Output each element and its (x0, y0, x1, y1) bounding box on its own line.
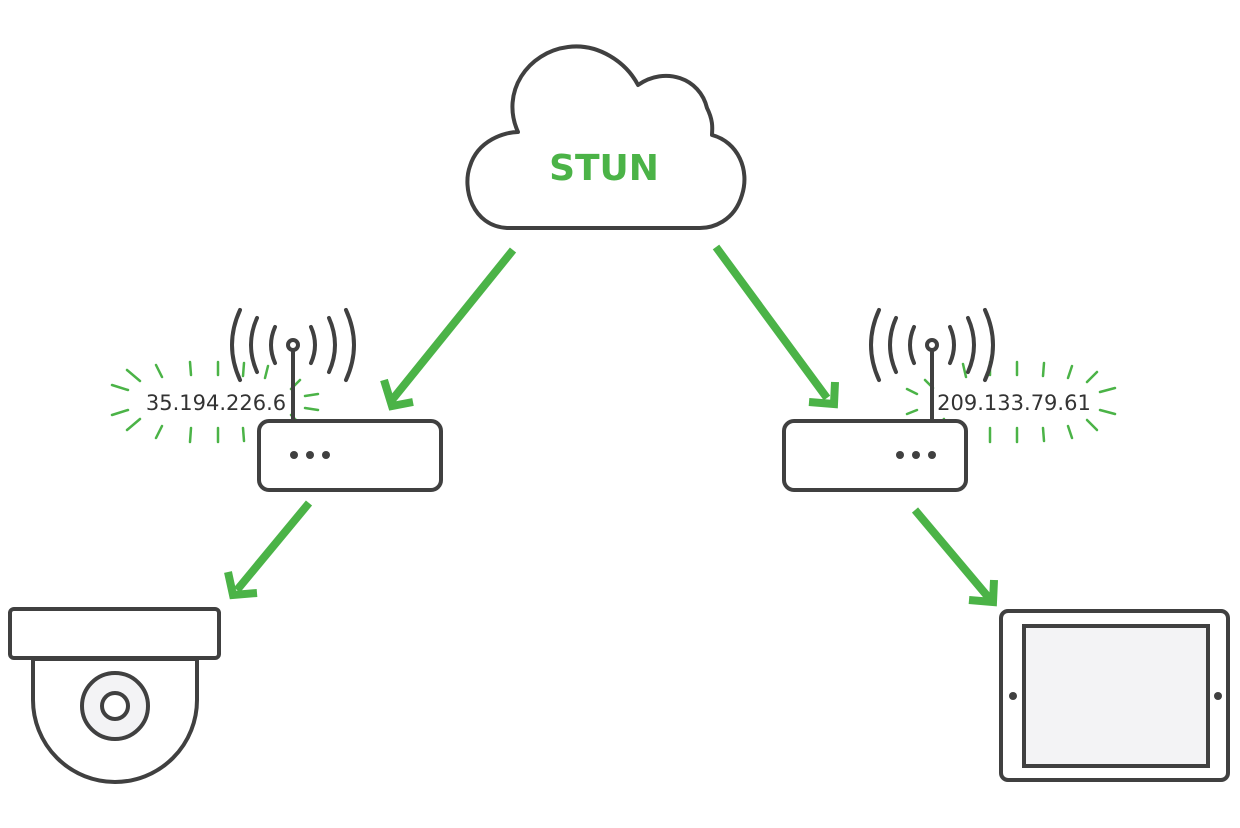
tablet-icon (999, 609, 1230, 782)
stun-label: STUN (549, 148, 659, 189)
camera-icon (8, 607, 221, 784)
router-icon-right (782, 308, 995, 492)
arrow-cloud-to-left-router (380, 247, 517, 411)
router-icon-left (230, 308, 443, 492)
arrow-right-router-to-tablet (911, 507, 998, 607)
cloud-icon: STUN (465, 44, 747, 230)
left-router-ip: 35.194.226.6 (146, 391, 286, 415)
right-router-ip: 209.133.79.61 (937, 391, 1091, 415)
antenna-icon (230, 308, 356, 424)
arrow-cloud-to-right-router (712, 244, 839, 409)
antenna-icon (869, 308, 995, 424)
arrow-left-router-to-camera (224, 500, 313, 600)
